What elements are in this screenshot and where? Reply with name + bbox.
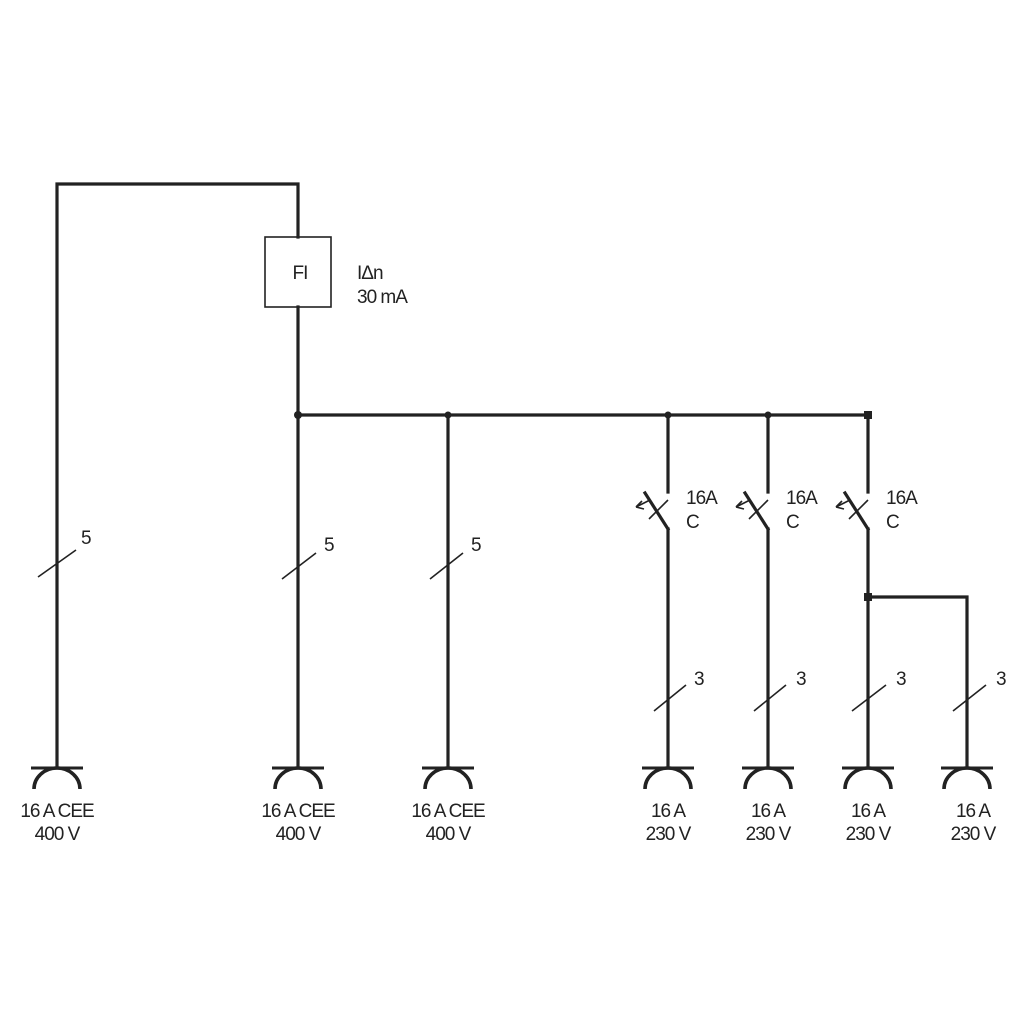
schuko-4-wire — [866, 595, 969, 770]
junction-dot — [294, 411, 302, 419]
socket-icon — [643, 766, 693, 790]
socket-cee-3-voltage: 400 V — [426, 824, 472, 845]
socket-cee-1: 16 A CEE 400 V — [20, 766, 95, 845]
cee-1-slash — [37, 549, 77, 578]
socket-schuko-2-voltage: 230 V — [746, 824, 792, 845]
breaker-3-current: 16A — [886, 488, 918, 509]
breaker-2-current: 16A — [786, 488, 818, 509]
socket-schuko-1-rating: 16 A — [651, 801, 686, 822]
breaker-1: 16A C — [635, 413, 719, 770]
cee-2-count: 5 — [324, 535, 334, 556]
socket-icon — [423, 766, 473, 790]
feed-wire — [55, 182, 300, 770]
conductor-marks: 5 5 5 3 3 3 3 — [37, 528, 1007, 712]
socket-schuko-4: 16 A 230 V — [941, 766, 998, 845]
rcd-box — [264, 236, 332, 308]
schuko-1-count: 3 — [694, 669, 704, 690]
cee-2-slash — [281, 552, 317, 580]
schuko-4-count: 3 — [996, 669, 1006, 690]
socket-schuko-3-rating: 16 A — [851, 801, 886, 822]
socket-icon — [942, 766, 992, 790]
rcd-device: FI IΔn 30 mA — [264, 236, 409, 308]
socket-cee-2-voltage: 400 V — [276, 824, 322, 845]
socket-cee-3-rating: 16 A CEE — [411, 801, 485, 822]
socket-cee-3: 16 A CEE 400 V — [411, 766, 486, 845]
rcd-box-label: FI — [293, 263, 308, 284]
breaker-1-curve: C — [686, 512, 699, 533]
socket-schuko-4-voltage: 230 V — [951, 824, 997, 845]
breaker-1-trip-arrow — [635, 499, 651, 510]
schuko-1-slash — [653, 684, 687, 712]
breaker-2-curve: C — [786, 512, 799, 533]
breaker-3-curve: C — [886, 512, 899, 533]
schuko-3-count: 3 — [896, 669, 906, 690]
socket-cee-2-rating: 16 A CEE — [261, 801, 335, 822]
schuko-4-slash — [952, 684, 987, 712]
socket-schuko-2-rating: 16 A — [751, 801, 786, 822]
socket-schuko-4-rating: 16 A — [956, 801, 991, 822]
socket-icon — [843, 766, 893, 790]
socket-schuko-1: 16 A 230 V — [642, 766, 694, 845]
schuko-2-slash — [753, 684, 787, 712]
socket-schuko-3: 16 A 230 V — [842, 766, 894, 845]
socket-cee-1-rating: 16 A CEE — [20, 801, 94, 822]
socket-cee-1-voltage: 400 V — [35, 824, 81, 845]
socket-schuko-2: 16 A 230 V — [742, 766, 794, 845]
breaker-2-trip-arrow — [735, 499, 751, 510]
rcd-rating-value: 30 mA — [357, 287, 408, 308]
breaker-2-trip-mark — [748, 499, 769, 520]
breaker-1-trip-mark — [648, 499, 669, 520]
cee-1-count: 5 — [81, 528, 91, 549]
socket-icon — [273, 766, 323, 790]
cee-3-count: 5 — [471, 535, 481, 556]
socket-schuko-3-voltage: 230 V — [846, 824, 892, 845]
breaker-3-trip-mark — [848, 499, 869, 520]
breaker-3-trip-arrow — [835, 499, 851, 510]
socket-icon — [32, 766, 82, 790]
schuko-3-slash — [851, 684, 887, 712]
breaker-2: 16A C — [735, 413, 819, 770]
socket-schuko-1-voltage: 230 V — [646, 824, 692, 845]
cee-3-slash — [429, 552, 464, 580]
breaker-3: 16A C — [835, 413, 919, 770]
rcd-rating-symbol: IΔn — [357, 263, 383, 284]
socket-icon — [743, 766, 793, 790]
breaker-1-current: 16A — [686, 488, 718, 509]
socket-cee-2: 16 A CEE 400 V — [261, 766, 336, 845]
schuko-2-count: 3 — [796, 669, 806, 690]
